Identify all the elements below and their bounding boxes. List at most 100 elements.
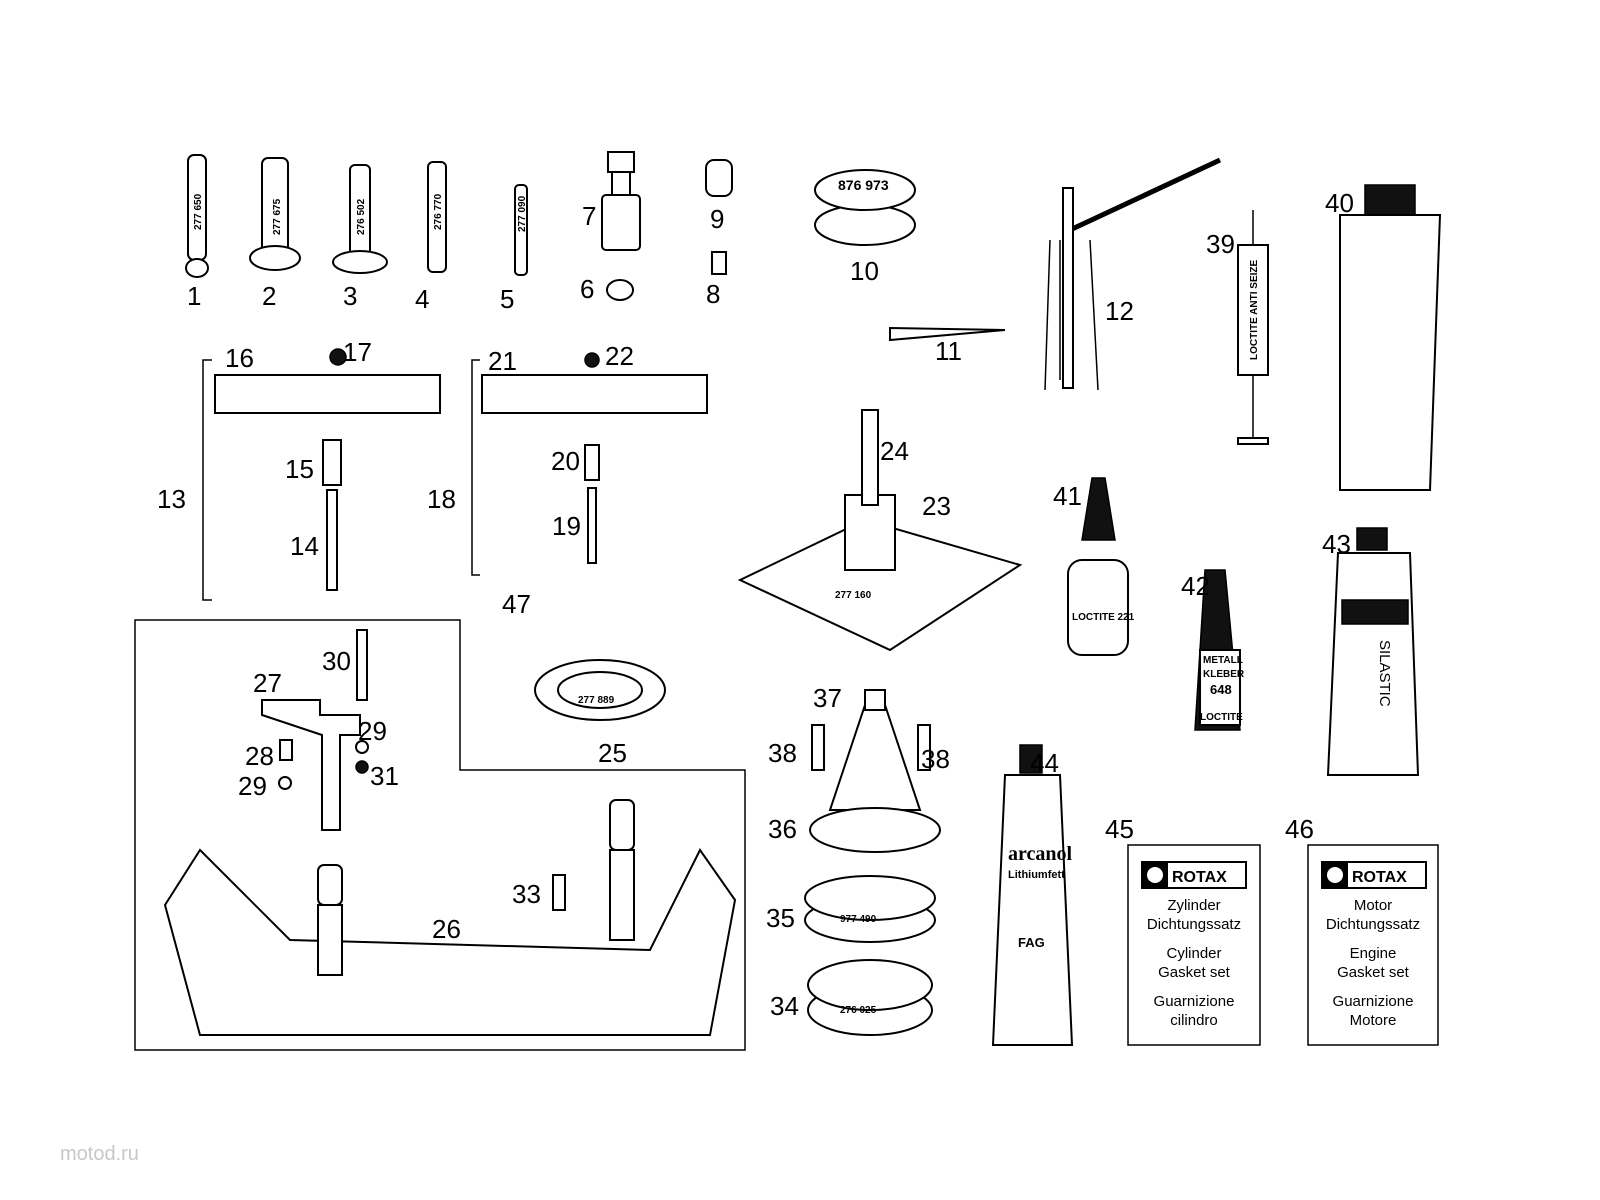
callout-42: 42 [1181, 571, 1210, 601]
callout-6: 6 [580, 274, 594, 304]
card-45-line: Guarnizione [1154, 993, 1235, 1010]
callout-30: 30 [322, 646, 351, 676]
callout-1: 1 [187, 281, 201, 311]
card-45-line: Cylinder [1166, 945, 1221, 962]
part-41: LOCTITE 221 [1067, 477, 1135, 656]
callout-22: 22 [605, 341, 634, 371]
part-1-marking: 277 650 [193, 193, 204, 230]
part-3-marking: 276 502 [356, 198, 367, 235]
part-31 [355, 760, 369, 774]
part-36 [809, 704, 941, 853]
part-42-marking-b: KLEBER [1203, 669, 1245, 680]
part-10: 876 973 [814, 169, 916, 246]
card-45: ROTAX Zylinder Dichtungssatz Cylinder Ga… [1127, 844, 1261, 1046]
part-42-marking-a: METALL [1203, 655, 1243, 666]
part-7 [601, 151, 641, 251]
part-37 [864, 689, 886, 711]
callout-16: 16 [225, 343, 254, 373]
callout-47: 47 [502, 589, 531, 619]
callout-45: 45 [1105, 814, 1134, 844]
card-45-line: cilindro [1170, 1012, 1218, 1029]
part-29-left [278, 776, 292, 790]
part-3: 276 502 [332, 164, 388, 274]
part-5: 277 090 [514, 184, 528, 276]
callout-15: 15 [285, 454, 314, 484]
part-10-marking: 876 973 [838, 177, 889, 193]
part-38-left [811, 724, 825, 771]
callout-40: 40 [1325, 188, 1354, 218]
part-24 [861, 409, 879, 506]
part-26 [163, 799, 737, 1036]
part-43-marking: SILASTIC [1376, 640, 1393, 707]
part-44-product: Lithiumfett [1008, 869, 1065, 881]
card-46-line: Motor [1354, 897, 1392, 914]
part-23: 277 160 [737, 494, 1023, 652]
callout-31: 31 [370, 761, 399, 791]
card-46-line: Engine [1350, 945, 1397, 962]
part-12 [1044, 157, 1222, 391]
part-1: 277 650 [185, 154, 209, 278]
callout-17: 17 [343, 337, 372, 367]
bracket-18 [471, 359, 480, 576]
part-43: SILASTIC [1326, 527, 1420, 776]
callout-11: 11 [935, 336, 962, 366]
callout-24: 24 [880, 436, 909, 466]
part-29-right [355, 740, 369, 754]
callout-27: 27 [253, 668, 282, 698]
card-46-brand: ROTAX [1352, 869, 1407, 886]
part-2: 277 675 [249, 157, 301, 271]
part-6 [606, 279, 634, 301]
part-19 [587, 487, 597, 564]
part-16 [214, 374, 441, 414]
card-45-line: Gasket set [1158, 964, 1231, 981]
part-5-marking: 277 090 [517, 195, 528, 232]
card-45-line: Dichtungssatz [1147, 916, 1241, 933]
part-34: 276 025 [807, 959, 933, 1036]
set-47-frame [134, 619, 746, 1051]
part-17 [329, 348, 347, 366]
callout-29: 29 [238, 771, 267, 801]
part-38-right [917, 724, 931, 771]
part-15 [322, 439, 342, 486]
callout-28: 28 [245, 741, 274, 771]
part-2-marking: 277 675 [272, 198, 283, 235]
callout-5: 5 [500, 284, 514, 314]
part-35-marking: 977 490 [840, 914, 877, 925]
part-42-marking-c: 648 [1210, 682, 1232, 697]
part-25: 277 889 [534, 659, 666, 721]
callout-39: 39 [1206, 229, 1235, 259]
part-14 [326, 489, 338, 591]
callout-34: 34 [770, 991, 799, 1021]
callout-19: 19 [552, 511, 581, 541]
part-4-marking: 276 770 [433, 193, 444, 230]
callout-44: 44 [1030, 748, 1059, 778]
part-20 [584, 444, 600, 481]
callout-3: 3 [343, 281, 357, 311]
part-11 [889, 326, 1006, 342]
card-45-brand: ROTAX [1172, 869, 1227, 886]
card-45-line: Zylinder [1167, 897, 1220, 914]
card-46-line: Dichtungssatz [1326, 916, 1420, 933]
part-4: 276 770 [427, 161, 447, 273]
callout-46: 46 [1285, 814, 1314, 844]
part-39-marking: LOCTITE ANTI SEIZE [1249, 259, 1260, 360]
part-42-marking-d: LOCTITE [1200, 712, 1243, 723]
part-35: 977 490 [804, 875, 936, 943]
callout-18: 18 [427, 484, 456, 514]
part-40 [1339, 184, 1442, 491]
callout-13: 13 [157, 484, 186, 514]
part-30 [356, 629, 368, 701]
part-8 [711, 251, 727, 275]
callout-35: 35 [766, 903, 795, 933]
callout-21: 21 [488, 346, 517, 376]
card-46: ROTAX Motor Dichtungssatz Engine Gasket … [1307, 844, 1439, 1046]
callout-8: 8 [706, 279, 720, 309]
callout-20: 20 [551, 446, 580, 476]
callout-9: 9 [710, 204, 724, 234]
part-22 [584, 352, 600, 368]
callout-12: 12 [1105, 296, 1134, 326]
callout-36: 36 [768, 814, 797, 844]
part-25-marking: 277 889 [578, 695, 615, 706]
part-33 [552, 874, 566, 911]
